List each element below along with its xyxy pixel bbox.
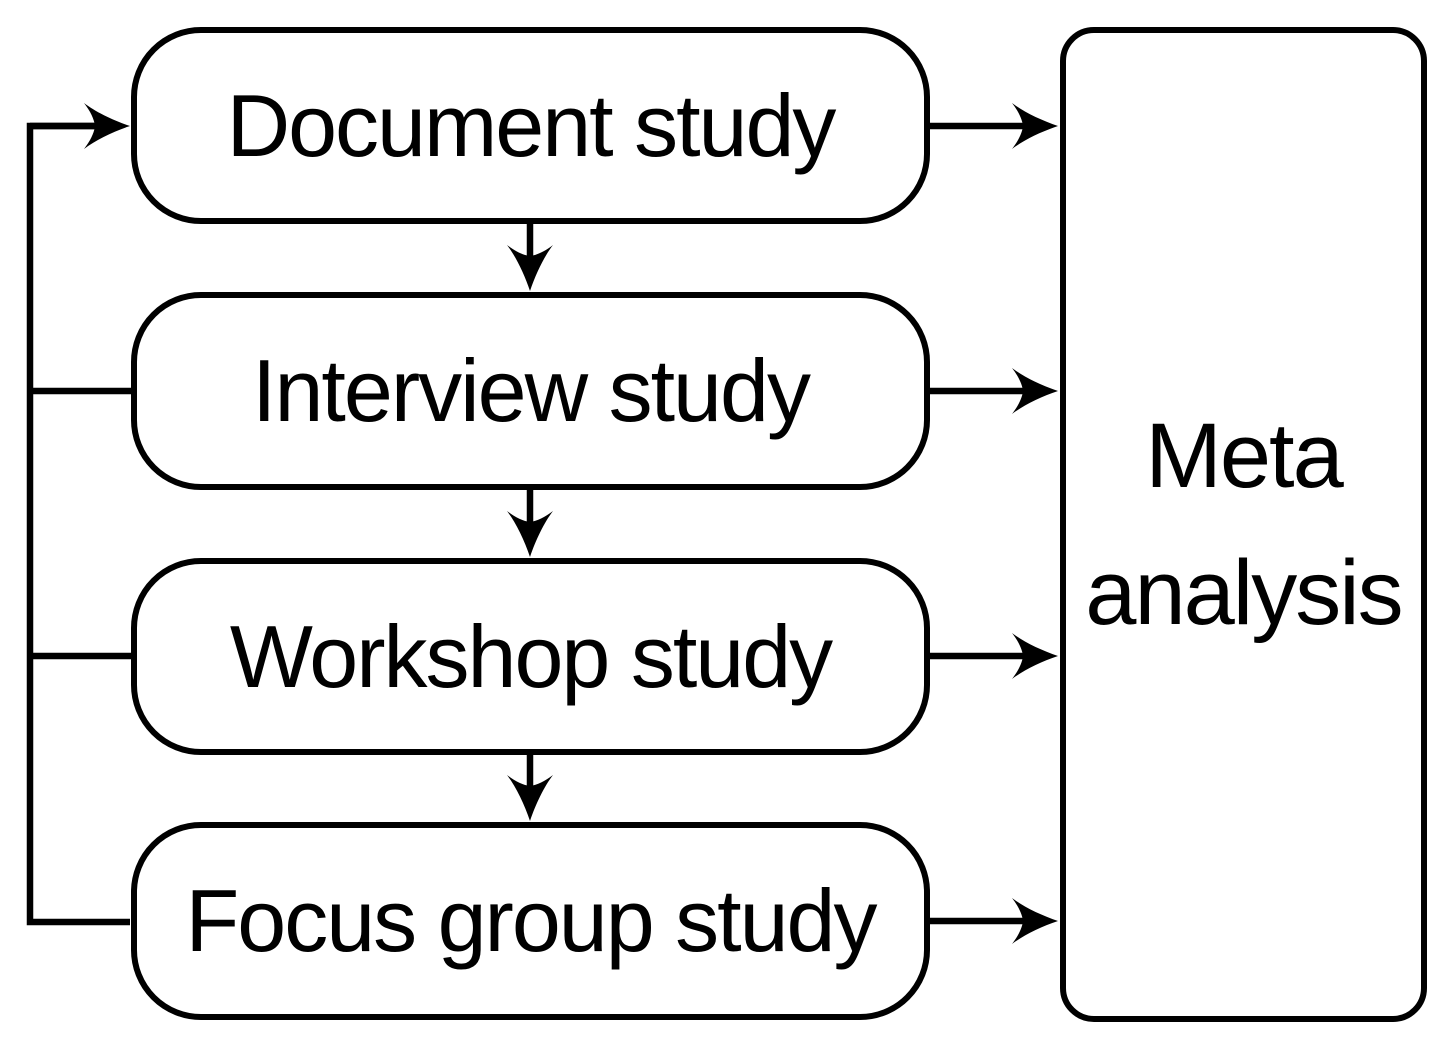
- node-interview-study: Interview study: [131, 292, 930, 490]
- arrow-interview-to-meta: [930, 368, 1058, 414]
- node-document-study-label: Document study: [226, 75, 837, 175]
- arrow-interview-to-workshop: [507, 490, 553, 557]
- node-interview-study-label: Interview study: [252, 341, 811, 440]
- arrow-workshop-to-focus-group: [507, 755, 553, 821]
- node-workshop-study: Workshop study: [131, 558, 930, 755]
- arrow-document-to-meta: [930, 103, 1058, 149]
- arrow-focus-group-to-meta: [930, 898, 1058, 944]
- node-focus-group-study-label: Focus group study: [185, 871, 878, 970]
- node-meta-analysis: Meta analysis: [1060, 27, 1427, 1022]
- arrow-document-to-interview: [507, 224, 553, 291]
- arrow-workshop-to-meta: [930, 633, 1058, 679]
- node-document-study: Document study: [131, 27, 930, 224]
- left-rail: [26, 122, 130, 926]
- node-workshop-study-label: Workshop study: [229, 606, 833, 706]
- node-focus-group-study: Focus group study: [131, 822, 930, 1020]
- node-meta-analysis-label: Meta analysis: [1085, 405, 1403, 644]
- arrow-rail-to-document: [30, 103, 130, 149]
